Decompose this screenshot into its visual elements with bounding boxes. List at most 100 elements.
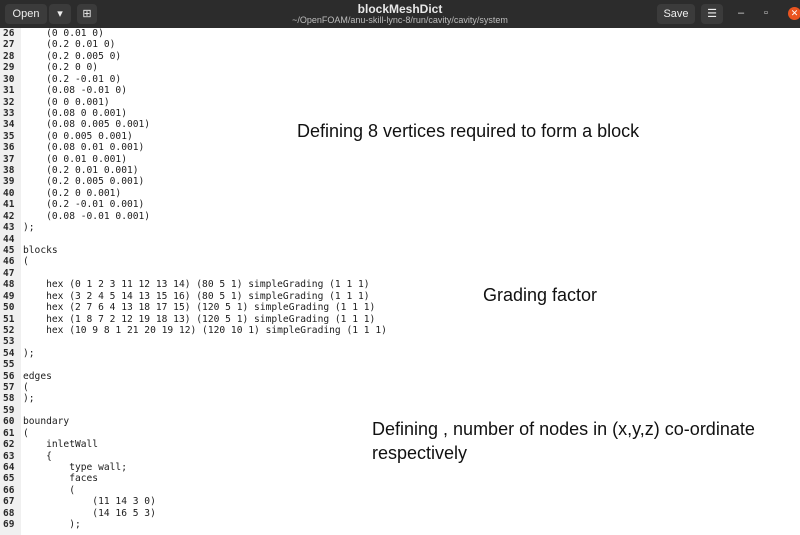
code-text: );	[23, 222, 35, 234]
code-line: 35 (0 0.005 0.001)	[0, 130, 133, 142]
line-number: 34	[3, 119, 15, 131]
new-document-icon: ⊞	[82, 8, 92, 20]
code-text: (0.2 -0.01 0.001)	[23, 199, 145, 211]
line-number: 50	[3, 302, 15, 314]
line-number: 64	[3, 461, 15, 473]
code-line: 32 (0 0 0.001)	[0, 96, 110, 108]
code-line: 67 (11 14 3 0)	[0, 496, 156, 507]
code-text: hex (1 8 7 2 12 19 18 13) (120 5 1) simp…	[23, 313, 376, 325]
code-line: 66 (	[0, 485, 75, 496]
code-line: 69 );	[0, 519, 81, 530]
annotation-grading: Grading factor	[483, 285, 598, 305]
code-line: 37 (0 0.01 0.001)	[0, 154, 127, 165]
code-line: 30 (0.2 -0.01 0)	[0, 73, 121, 85]
code-line: 31 (0.08 -0.01 0)	[0, 85, 127, 96]
code-text: );	[23, 393, 35, 405]
open-label: Open	[12, 8, 40, 20]
line-number: 29	[3, 62, 15, 74]
line-number: 45	[3, 244, 15, 256]
code-line: 33 (0.08 0 0.001)	[0, 107, 127, 119]
code-line: 64 type wall;	[0, 461, 127, 473]
code-line: 45 blocks	[0, 244, 58, 256]
code-line: 34 (0.08 0.005 0.001)	[0, 119, 150, 131]
line-number: 27	[3, 39, 15, 51]
code-line: 55	[0, 359, 20, 370]
code-text: (0.08 -0.01 0.001)	[23, 210, 151, 222]
line-number: 52	[3, 324, 15, 336]
line-number: 33	[3, 107, 15, 119]
code-text: (0 0.005 0.001)	[23, 130, 133, 142]
save-label: Save	[663, 8, 689, 20]
code-text: (0.2 0.005 0.001)	[23, 176, 145, 188]
code-text: inletWall	[23, 439, 99, 451]
code-line: 38 (0.2 0.01 0.001)	[0, 165, 139, 176]
code-line: 61 (	[0, 427, 29, 439]
open-dropdown-button[interactable]: ▾	[49, 4, 71, 24]
line-number: 53	[3, 336, 15, 348]
line-number: 63	[3, 450, 15, 462]
line-number: 68	[3, 507, 15, 519]
line-number: 51	[3, 313, 15, 325]
code-text: (0.2 0 0)	[23, 62, 99, 74]
code-line: 46(	[0, 256, 29, 267]
line-number: 35	[3, 130, 15, 142]
header-bar: Open ▾ ⊞ blockMeshDict ~/OpenFOAM/anu-sk…	[0, 0, 800, 28]
code-line: 52 hex (10 9 8 1 21 20 19 12) (120 10 1)…	[0, 324, 387, 336]
text-editor[interactable]: 26 (0 0.01 0)27 (0.2 0.01 0)28 (0.2 0.00…	[0, 28, 800, 535]
annotation-nodes-line2: respectively	[372, 443, 468, 463]
line-number: 30	[3, 73, 15, 85]
line-number: 59	[3, 404, 15, 416]
code-line: 40 (0.2 0 0.001)	[0, 187, 121, 199]
code-text: (0 0.01 0)	[23, 28, 104, 39]
code-line: 65 faces	[0, 473, 98, 484]
line-number-gutter	[0, 28, 21, 535]
annotation-nodes-line1: Defining , number of nodes in (x,y,z) co…	[372, 419, 755, 439]
save-button[interactable]: Save	[657, 4, 695, 24]
code-line: 49 hex (3 2 4 5 14 13 15 16) (80 5 1) si…	[0, 290, 370, 302]
code-text: (0.2 -0.01 0)	[23, 73, 122, 85]
line-number: 58	[3, 393, 15, 405]
code-line: 62 inletWall	[0, 439, 98, 451]
code-line: 29 (0.2 0 0)	[0, 62, 98, 74]
open-button[interactable]: Open	[5, 4, 47, 24]
line-number: 48	[3, 279, 15, 291]
annotation-vertices: Defining 8 vertices required to form a b…	[297, 121, 640, 141]
code-text: hex (10 9 8 1 21 20 19 12) (120 10 1) si…	[23, 324, 387, 336]
line-number: 55	[3, 359, 15, 371]
close-icon: ✕	[790, 8, 799, 18]
code-text: (0.08 -0.01 0)	[23, 85, 127, 97]
code-line: 48 hex (0 1 2 3 11 12 13 14) (80 5 1) si…	[0, 279, 370, 291]
line-number: 54	[3, 347, 15, 359]
code-line: 58);	[0, 393, 35, 405]
code-text: {	[23, 450, 52, 462]
code-text: (11 14 3 0)	[23, 496, 156, 508]
code-text: hex (3 2 4 5 14 13 15 16) (80 5 1) simpl…	[23, 290, 370, 302]
code-line: 26 (0 0.01 0)	[0, 28, 104, 39]
menu-button[interactable]: ☰	[701, 4, 723, 24]
line-number: 39	[3, 176, 15, 188]
code-text: (0.08 0.01 0.001)	[23, 142, 145, 154]
chevron-down-icon: ▾	[57, 8, 63, 20]
line-number: 43	[3, 222, 15, 234]
line-number: 62	[3, 439, 15, 451]
line-number: 32	[3, 96, 15, 108]
code-line: 59	[0, 405, 20, 416]
line-number: 57	[3, 382, 15, 394]
close-button[interactable]: ✕	[788, 7, 800, 20]
code-line: 50 hex (2 7 6 4 13 18 17 15) (120 5 1) s…	[0, 302, 375, 314]
maximize-button[interactable]: ▫	[764, 7, 768, 19]
code-line: 42 (0.08 -0.01 0.001)	[0, 211, 150, 222]
code-text: blocks	[23, 244, 58, 256]
minimize-button[interactable]: –	[738, 7, 745, 19]
code-text: (0.2 0.01 0.001)	[23, 165, 139, 177]
code-text: (	[23, 484, 75, 496]
line-number: 61	[3, 427, 15, 439]
new-tab-button[interactable]: ⊞	[77, 4, 97, 24]
code-text: (	[23, 427, 29, 439]
line-number: 49	[3, 290, 15, 302]
line-number: 28	[3, 50, 15, 62]
code-line: 63 {	[0, 450, 52, 462]
line-number: 40	[3, 187, 15, 199]
line-number: 56	[3, 370, 15, 382]
